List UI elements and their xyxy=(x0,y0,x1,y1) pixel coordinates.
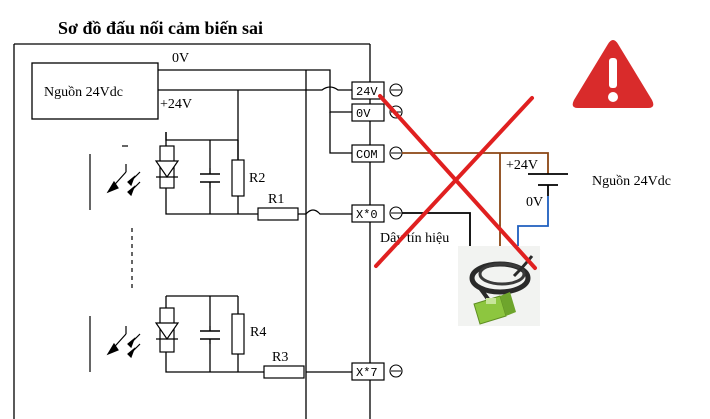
capacitor-1 xyxy=(200,168,220,188)
resistor-r3: R3 xyxy=(263,350,305,379)
resistor-r1: R1 xyxy=(257,192,299,221)
terminal-x7: X*7 xyxy=(351,362,403,381)
external-power-supply xyxy=(528,173,568,196)
internal-zero-label: 0V xyxy=(172,51,189,66)
r1-label: R1 xyxy=(268,192,284,207)
terminal-0v: 0V xyxy=(351,103,403,122)
svg-text:X*7: X*7 xyxy=(356,366,378,380)
internal-power-supply: Nguồn 24Vdc xyxy=(31,62,159,120)
signal-wire-label: Dây tín hiệu xyxy=(380,231,449,246)
capacitor-2 xyxy=(200,326,220,344)
internal-wiring xyxy=(158,69,352,419)
terminal-24v: 24V xyxy=(351,81,403,100)
r3-label: R3 xyxy=(272,350,288,365)
external-plus-label: +24V xyxy=(506,158,538,173)
warning-icon xyxy=(572,40,654,108)
terminal-x0: X*0 xyxy=(351,204,403,223)
resistor-r2: R2 xyxy=(231,159,265,197)
svg-text:24V: 24V xyxy=(356,85,378,99)
resistor-r4: R4 xyxy=(231,313,266,355)
svg-text:0V: 0V xyxy=(356,107,371,121)
terminal-com: COM xyxy=(351,144,403,163)
external-zero-label: 0V xyxy=(526,195,543,210)
r2-label: R2 xyxy=(249,171,265,186)
proximity-sensor-image xyxy=(458,246,540,326)
svg-text:COM: COM xyxy=(356,148,378,162)
wrong-wiring-cross xyxy=(374,94,537,270)
optocoupler-2 xyxy=(89,307,180,372)
diagram-title: Sơ đồ đấu nối cảm biến sai xyxy=(58,18,263,38)
internal-plus-label: +24V xyxy=(160,97,192,112)
r4-label: R4 xyxy=(250,325,266,340)
internal-supply-label: Nguồn 24Vdc xyxy=(44,85,123,100)
svg-text:X*0: X*0 xyxy=(356,208,378,222)
optocoupler-1 xyxy=(89,145,180,210)
external-supply-label: Nguồn 24Vdc xyxy=(592,174,671,189)
